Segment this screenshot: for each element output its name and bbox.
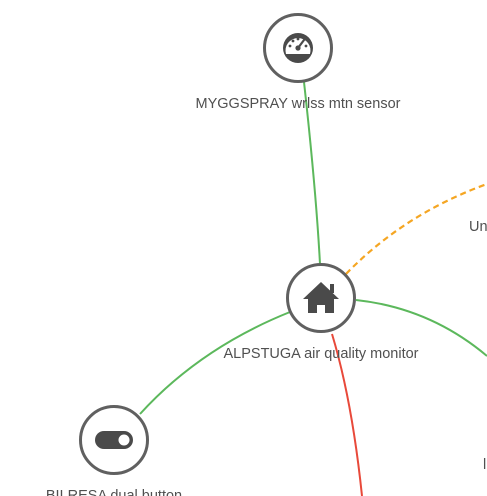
node-button[interactable] xyxy=(79,405,149,475)
gauge-icon xyxy=(283,33,313,63)
toggle-icon xyxy=(95,431,133,449)
node-label-offscreen-a: Un xyxy=(469,219,487,235)
link-hub-upper-right[interactable] xyxy=(345,182,487,275)
node-hub[interactable] xyxy=(286,263,356,333)
node-label-button: BILRESA dual button xyxy=(46,488,182,496)
link-hub-button[interactable] xyxy=(139,311,291,415)
node-label-hub: ALPSTUGA air quality monitor xyxy=(223,346,418,362)
link-hub-sensor[interactable] xyxy=(303,81,321,265)
node-sensor[interactable] xyxy=(263,13,333,83)
link-hub-bottom[interactable] xyxy=(331,333,363,496)
node-label-offscreen-b: l xyxy=(483,457,486,473)
link-hub-right[interactable] xyxy=(355,299,487,357)
home-icon xyxy=(303,282,339,313)
node-label-sensor: MYGGSPRAY wrlss mtn sensor xyxy=(196,96,401,112)
